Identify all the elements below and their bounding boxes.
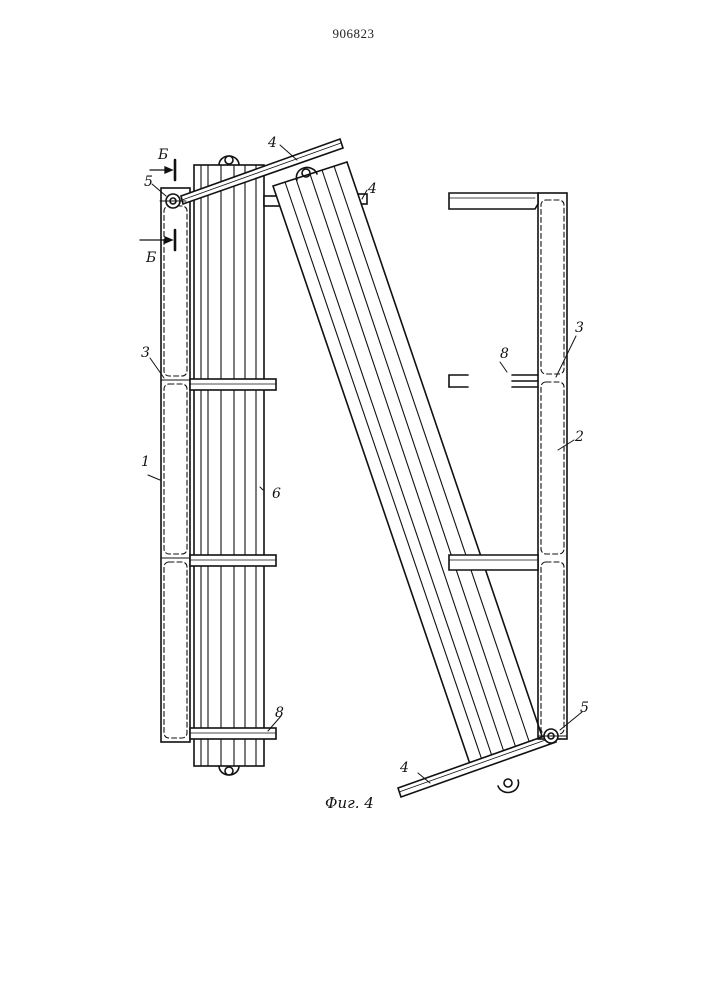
- label-beam-top-long: 4: [267, 135, 277, 151]
- label-hinge-right: 3: [575, 320, 584, 336]
- label-beam-bottom: 4: [399, 760, 409, 776]
- vertical-bundle: [190, 156, 276, 775]
- label-frame-left: 1: [141, 454, 150, 470]
- left-frame: [161, 188, 190, 742]
- label-strap-right: 8: [500, 346, 509, 362]
- label-strap-bottom: 8: [275, 705, 284, 721]
- label-frame-right: 2: [574, 429, 584, 445]
- label-bundle: 6: [272, 486, 281, 502]
- diagonal-bundle: [273, 162, 545, 792]
- figure-caption: Фиг. 4: [325, 794, 374, 812]
- label-section-top: Б: [157, 147, 168, 163]
- label-hinge-left: 3: [141, 345, 150, 361]
- label-pivot-left: 5: [144, 174, 153, 190]
- label-beam-top-short: 4: [367, 181, 377, 197]
- label-section-bottom: Б: [145, 250, 156, 266]
- label-pivot-right: 5: [580, 700, 589, 716]
